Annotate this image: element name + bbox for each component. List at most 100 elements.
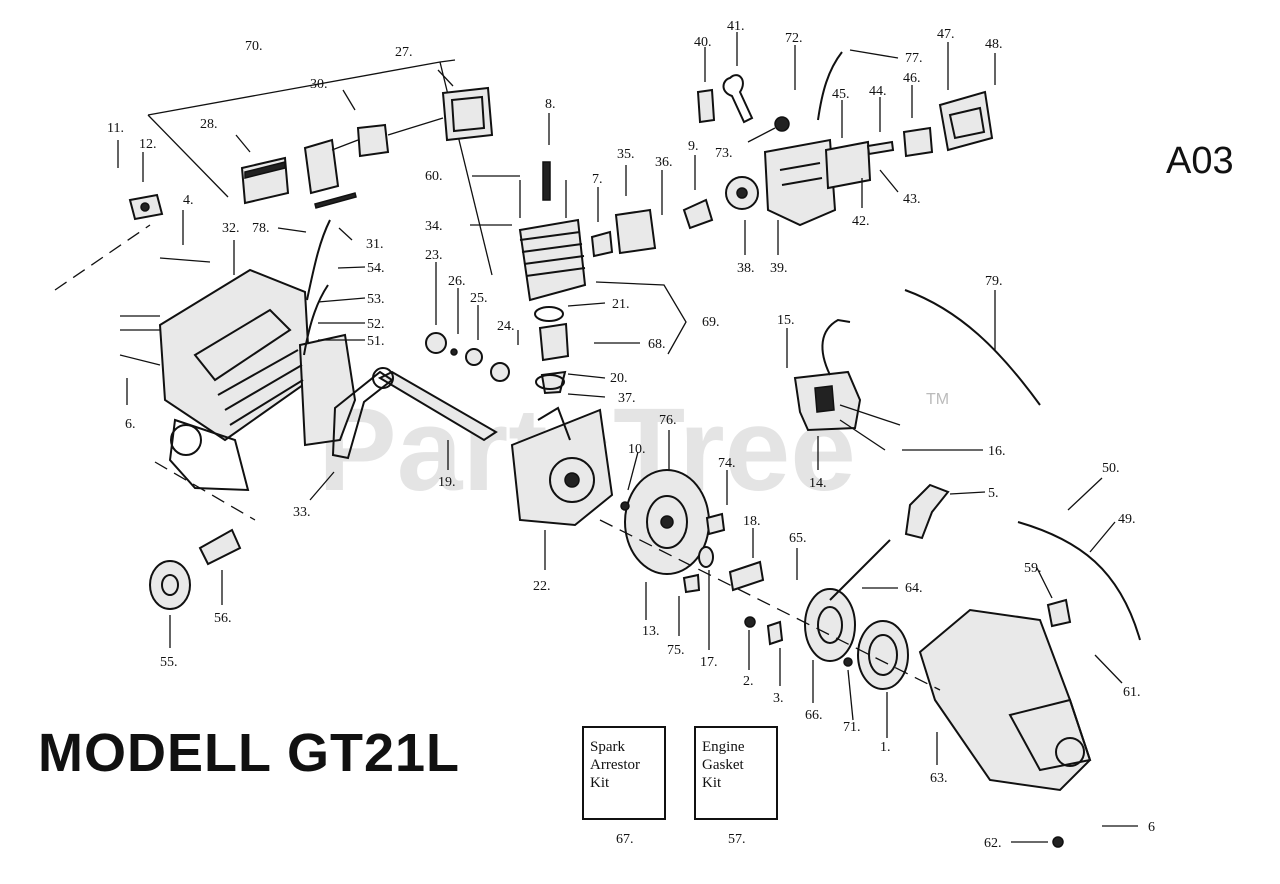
callout-53: 53.: [367, 292, 385, 307]
callout-70: 70.: [245, 39, 263, 54]
callout-20: 20.: [610, 371, 628, 386]
muffler-35: [590, 208, 657, 258]
callout-77: 77.: [905, 51, 923, 66]
callout-21: 21.: [612, 297, 630, 312]
callout-30: 30.: [310, 77, 328, 92]
key-10: [620, 501, 630, 511]
callout-55: 55.: [160, 655, 178, 670]
callout-5: 5.: [988, 486, 999, 501]
callout-9: 9.: [688, 139, 699, 154]
lever-41: [722, 74, 754, 124]
dash-line: [54, 224, 151, 291]
callout-68: 68.: [648, 337, 666, 352]
callout-76: 76.: [659, 413, 677, 428]
rewind-spring-1: [857, 620, 909, 690]
wire-79: [904, 289, 1041, 406]
callout-31: 31.: [366, 237, 384, 252]
callout-59: 59.: [1024, 561, 1042, 576]
ignition-module-14: [793, 318, 862, 432]
spark-arrestor-kit-number: 67.: [616, 832, 634, 847]
callout-32: 32.: [222, 221, 240, 236]
fuel-line-77: [817, 51, 843, 121]
callout-36: 36.: [655, 155, 673, 170]
starter-pulley-66: [804, 588, 856, 662]
callout-1: 1.: [880, 740, 891, 755]
callout-54: 54.: [367, 261, 385, 276]
callout-6-right: 6: [1148, 820, 1155, 835]
carburetor-body-39: [763, 138, 837, 227]
engine-gasket-kit-number: 57.: [728, 832, 746, 847]
callout-17: 17.: [700, 655, 718, 670]
bearings-23-26: [425, 332, 510, 382]
callout-71: 71.: [843, 720, 861, 735]
cylinder-34: [518, 161, 587, 302]
kit-line: Gasket: [702, 757, 744, 773]
callout-6-left: 6.: [125, 417, 136, 432]
callout-78: 78.: [252, 221, 270, 236]
fuel-line-78: [306, 219, 331, 301]
part-31: [314, 192, 357, 209]
bushing-56: [198, 528, 242, 566]
callout-4: 4.: [183, 193, 194, 208]
callout-73: 73.: [715, 146, 733, 161]
callout-8: 8.: [545, 97, 556, 112]
fuel-tank-housing-32: [158, 268, 357, 492]
callout-74: 74.: [718, 456, 736, 471]
kit-line: Engine: [702, 739, 745, 755]
callout-19: 19.: [438, 475, 456, 490]
callout-43: 43.: [903, 192, 921, 207]
callout-27: 27.: [395, 45, 413, 60]
callout-3: 3.: [773, 691, 784, 706]
part-75: [682, 573, 701, 594]
gasket-45: [824, 140, 872, 190]
callout-46: 46.: [903, 71, 921, 86]
callout-79: 79.: [985, 274, 1003, 289]
air-filter-cover-27: [441, 86, 494, 142]
gasket-33: [331, 370, 394, 460]
callout-23: 23.: [425, 248, 443, 263]
callout-61: 61.: [1123, 685, 1141, 700]
clutch-drum-55: [149, 560, 191, 610]
callout-14: 14.: [809, 476, 827, 491]
callout-51: 51.: [367, 334, 385, 349]
part-71: [843, 657, 853, 667]
kit-line: Spark: [590, 739, 625, 755]
bracket-70: [147, 59, 456, 116]
flywheel-13: [624, 469, 710, 575]
fuel-line-54: [303, 284, 329, 356]
bolts-6: [119, 257, 211, 366]
callout-35: 35.: [617, 147, 635, 162]
kit-line: Arrestor: [590, 757, 640, 773]
piston-20: [534, 306, 570, 395]
callout-37: 37.: [618, 391, 636, 406]
callout-49: 49.: [1118, 512, 1136, 527]
leader-arrows: [117, 32, 1138, 843]
callout-50: 50.: [1102, 461, 1120, 476]
callout-60: 60.: [425, 169, 443, 184]
page-code: A03: [1166, 140, 1234, 182]
switch-12: [128, 193, 164, 221]
callout-52: 52.: [367, 317, 385, 332]
callout-62: 62.: [984, 836, 1002, 851]
callout-16: 16.: [988, 444, 1006, 459]
callout-72: 72.: [785, 31, 803, 46]
part-18: [728, 560, 765, 592]
crankcase-22: [510, 406, 614, 527]
callout-38: 38.: [737, 261, 755, 276]
kit-line: Kit: [702, 775, 722, 791]
washer-17: [698, 546, 714, 568]
callout-11: 11.: [107, 121, 124, 136]
callout-44: 44.: [869, 84, 887, 99]
callout-47: 47.: [937, 27, 955, 42]
callout-labels: 70. 27. 30. 28. 11. 12. 4. 32. 78. 31. 5…: [107, 19, 1155, 851]
starter-housing-63: [918, 608, 1092, 792]
callout-24: 24.: [497, 319, 515, 334]
air-filter-28: [240, 156, 290, 205]
callout-48: 48.: [985, 37, 1003, 52]
callout-65: 65.: [789, 531, 807, 546]
cable-49: [1017, 521, 1141, 641]
part-62: [1052, 836, 1064, 848]
starter-rope-64: [829, 539, 891, 601]
air-cover-47: [938, 90, 994, 152]
